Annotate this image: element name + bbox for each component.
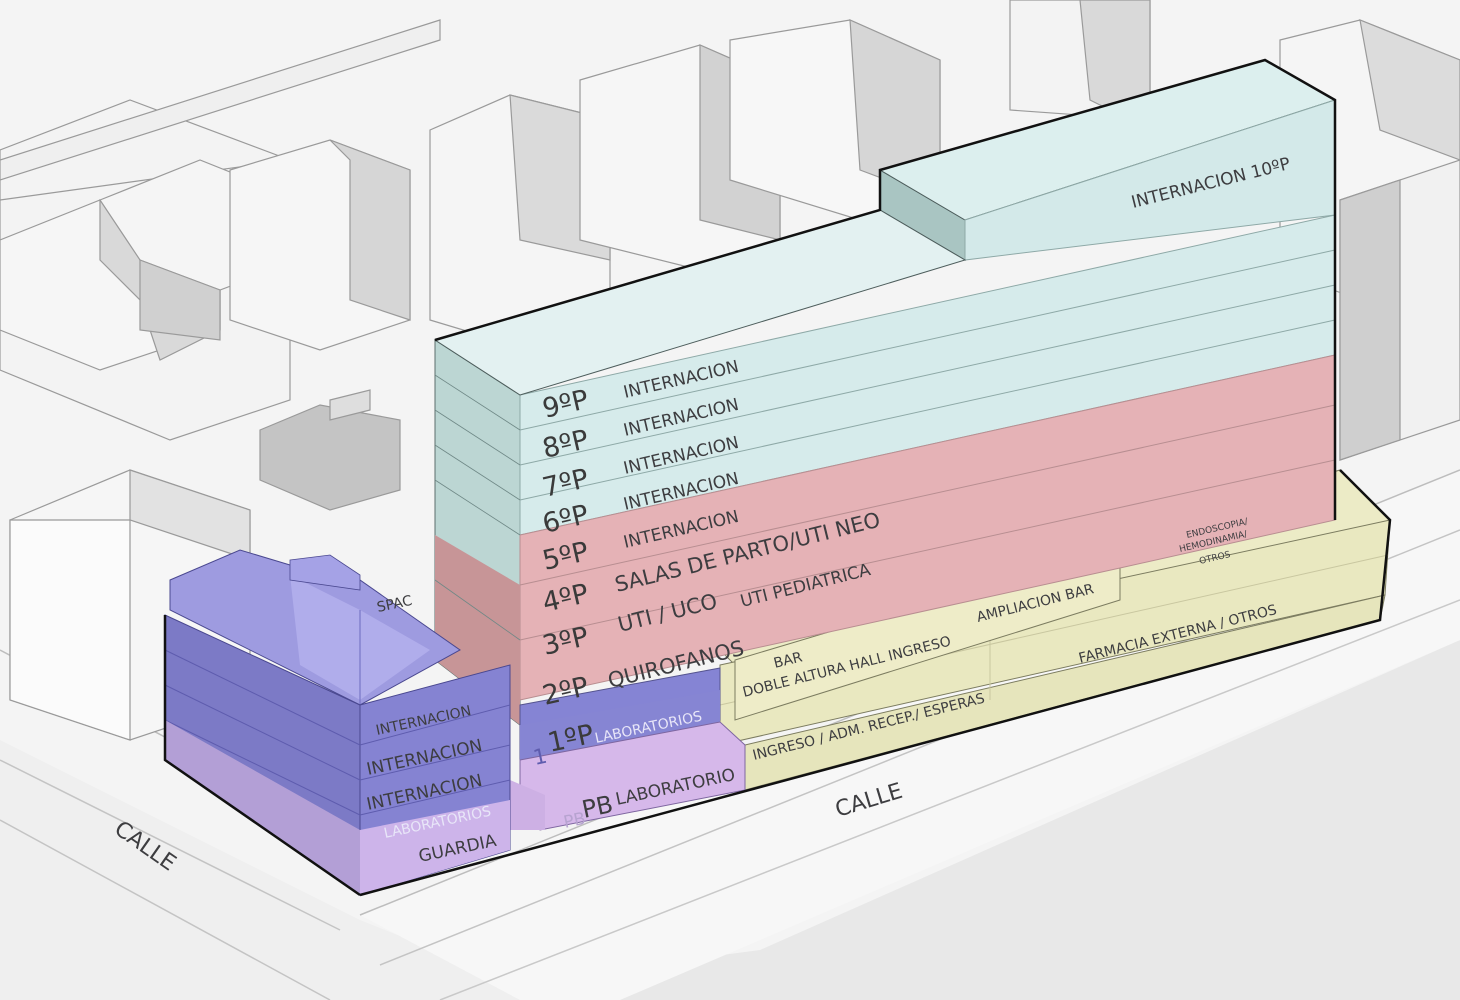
espacio-fragment-label: SPAC (376, 593, 414, 616)
building-outline (359, 469, 1392, 897)
bar-label: BAR (772, 649, 804, 672)
lower-floors (510, 667, 746, 831)
context-buildings (0, 0, 1460, 741)
one-ghost-label: 1 (531, 744, 549, 770)
tower (433, 58, 1337, 727)
annex (163, 549, 511, 897)
pb-ghost-label: PB (562, 809, 588, 833)
ground-floor-label: PB (579, 790, 615, 824)
